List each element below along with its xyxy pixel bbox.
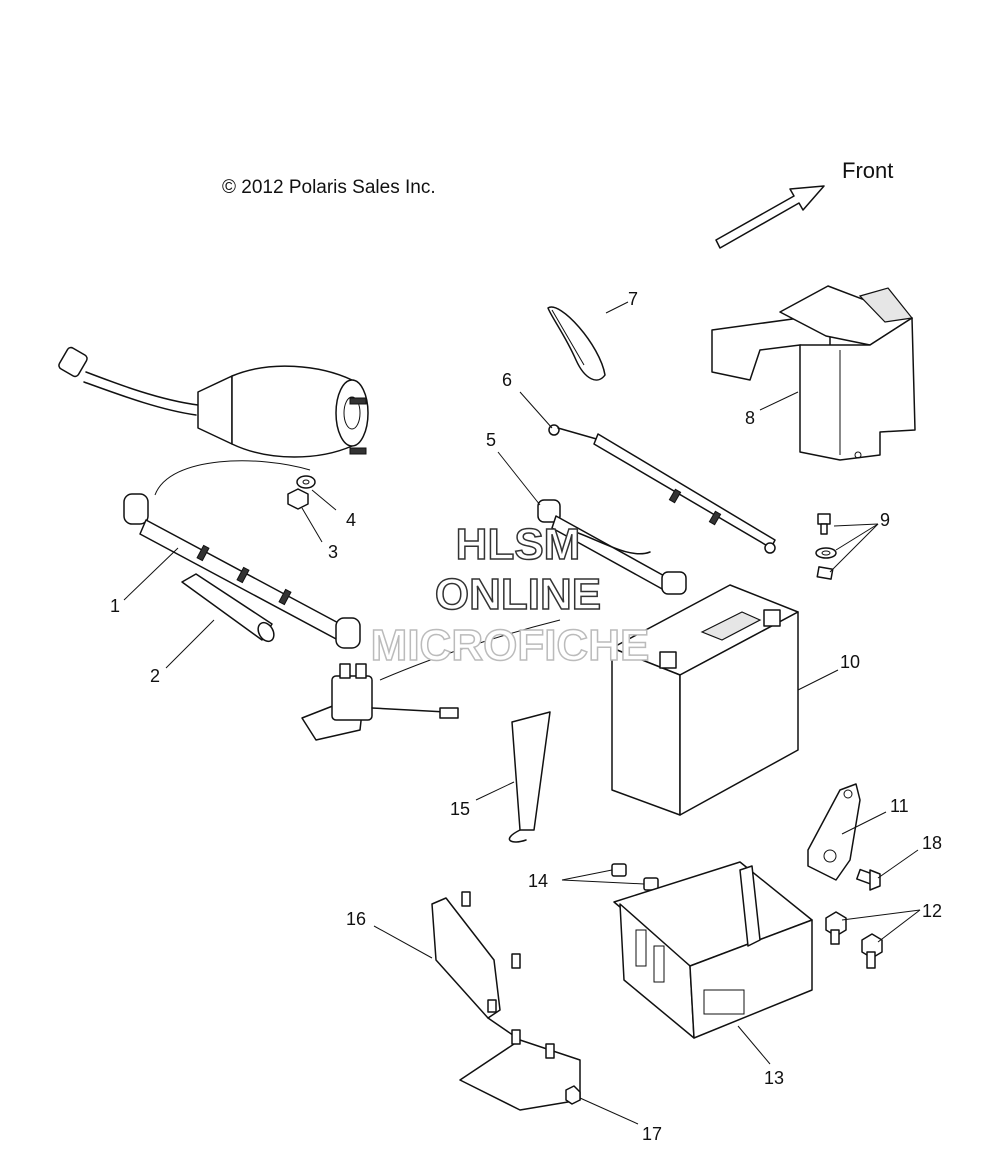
watermark-line3: MICROFICHE bbox=[371, 621, 650, 670]
watermark-line1: HLSM bbox=[456, 520, 581, 569]
callouts: 1 2 3 4 5 6 7 8 9 10 11 12 13 14 15 16 1… bbox=[110, 289, 942, 1144]
part-15-strap bbox=[508, 711, 551, 843]
part-11-bracket bbox=[807, 783, 861, 881]
wire-2 bbox=[379, 619, 561, 681]
callout-4: 4 bbox=[346, 510, 356, 530]
copyright-text: © 2012 Polaris Sales Inc. bbox=[222, 177, 436, 198]
callout-13: 13 bbox=[764, 1068, 784, 1088]
part-12-bolts bbox=[825, 911, 883, 969]
callout-1: 1 bbox=[110, 596, 120, 616]
part-13-battery-tray bbox=[613, 861, 813, 1039]
part-7-cable-tie bbox=[547, 306, 606, 381]
callout-6: 6 bbox=[502, 370, 512, 390]
part-2-boot bbox=[181, 573, 275, 643]
front-arrow bbox=[715, 185, 825, 249]
part-18-bolt bbox=[856, 868, 881, 891]
callout-16: 16 bbox=[346, 909, 366, 929]
leader-lines bbox=[123, 301, 921, 1125]
part-10-battery bbox=[611, 584, 799, 816]
part-5-cable bbox=[537, 499, 687, 595]
part-8-battery-cover bbox=[711, 285, 916, 461]
callout-15: 15 bbox=[450, 799, 470, 819]
callout-2: 2 bbox=[150, 666, 160, 686]
watermark: HLSM ONLINE MICROFICHE bbox=[370, 519, 650, 671]
starter-motor bbox=[58, 346, 369, 458]
part-14-clips bbox=[611, 863, 659, 891]
front-label: Front bbox=[842, 158, 893, 183]
callout-18: 18 bbox=[922, 833, 942, 853]
part-6-cable bbox=[548, 424, 776, 554]
callout-14: 14 bbox=[528, 871, 548, 891]
callout-10: 10 bbox=[840, 652, 860, 672]
callout-8: 8 bbox=[745, 408, 755, 428]
callout-12: 12 bbox=[922, 901, 942, 921]
part-17-screw bbox=[565, 1085, 581, 1105]
callout-9: 9 bbox=[880, 510, 890, 530]
part-9-hardware bbox=[815, 513, 837, 580]
solenoid bbox=[301, 663, 459, 741]
callout-17: 17 bbox=[642, 1124, 662, 1144]
callout-5: 5 bbox=[486, 430, 496, 450]
part-1-cable bbox=[123, 493, 361, 649]
watermark-line2: ONLINE bbox=[435, 570, 601, 619]
wire bbox=[154, 460, 311, 496]
part-3-4-nut-washer bbox=[287, 475, 316, 510]
callout-3: 3 bbox=[328, 542, 338, 562]
callout-11: 11 bbox=[890, 796, 909, 816]
part-16-bracket bbox=[431, 891, 581, 1111]
callout-7: 7 bbox=[628, 289, 638, 309]
